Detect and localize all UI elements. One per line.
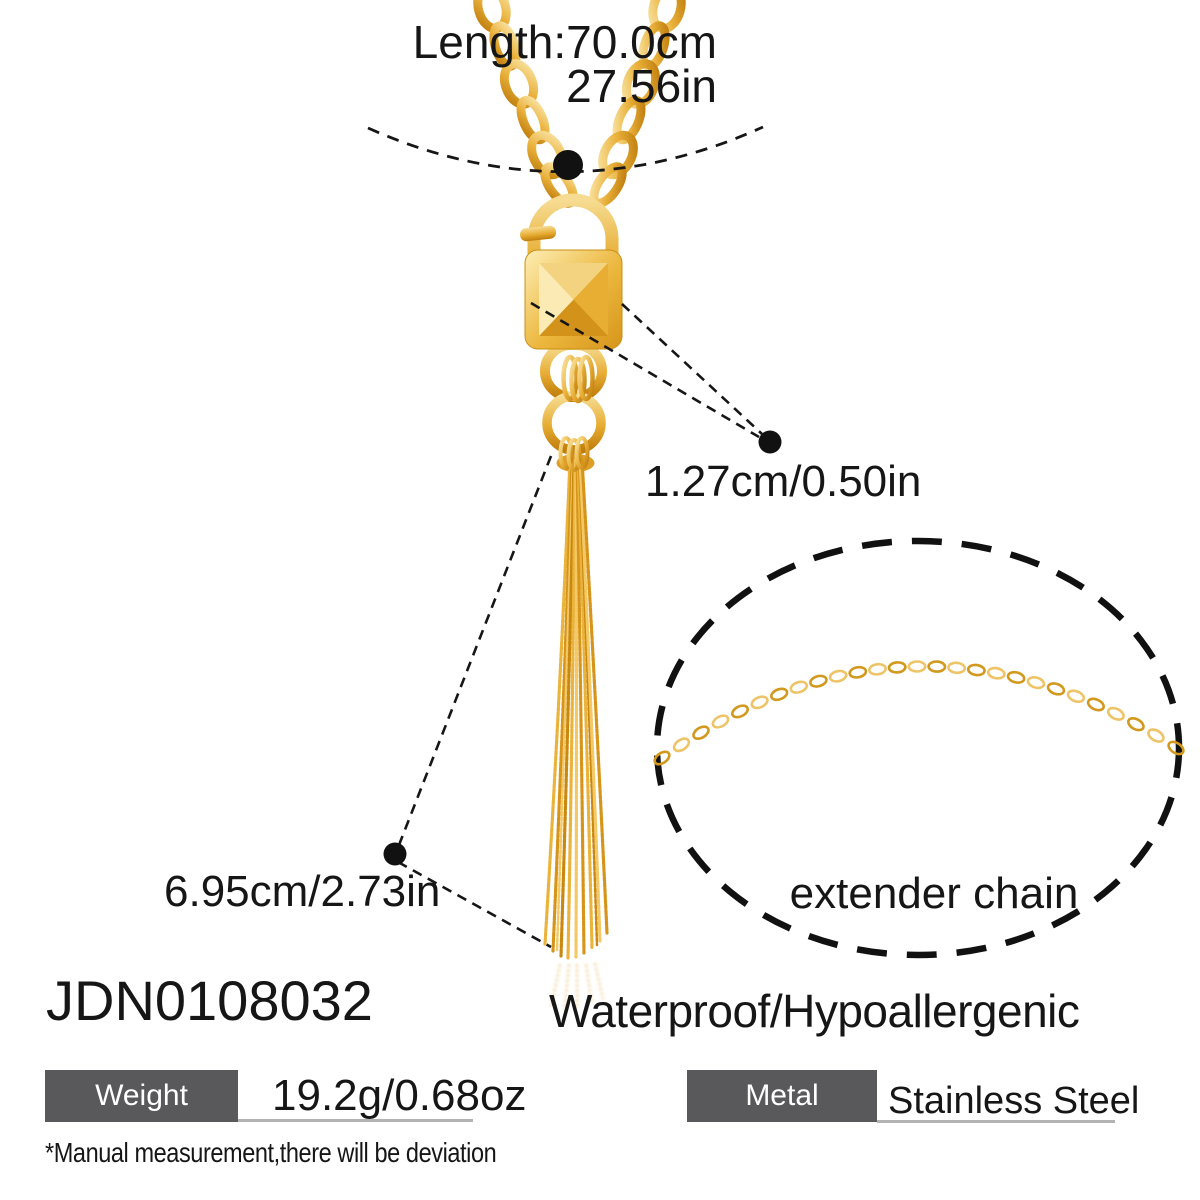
measurement-disclaimer: *Manual measurement,there will be deviat… — [45, 1137, 497, 1168]
tassel-reflection — [549, 962, 605, 1011]
extender-chain-callout — [653, 537, 1185, 959]
length-cm-label: Length:70.0cm — [412, 16, 717, 68]
tassel-measure-line — [397, 455, 553, 846]
weight-underline — [238, 1119, 473, 1122]
pendant-coils-top — [561, 354, 595, 404]
pendant-size-label: 1.27cm/0.50in — [645, 457, 922, 506]
product-feature: Waterproof/Hypoallergenic — [549, 985, 1080, 1037]
extender-dashed-ellipse — [653, 537, 1183, 959]
weight-value: 19.2g/0.68oz — [272, 1071, 527, 1120]
pendant-coils-bottom — [558, 436, 590, 472]
length-annotation: Length:70.0cm 27.56in — [377, 16, 717, 112]
tassel — [543, 454, 609, 960]
pendant-marker-dot — [758, 430, 782, 454]
product-sku: JDN0108032 — [46, 969, 373, 1032]
pendant-body — [524, 249, 623, 350]
measurement-annotations — [367, 125, 782, 949]
extender-chain-label: extender chain — [789, 869, 1079, 918]
tassel-length-label: 6.95cm/2.73in — [164, 867, 441, 916]
pendant-measure-line — [621, 303, 763, 435]
length-in-label: 27.56in — [566, 60, 717, 112]
tassel-marker-dot — [383, 842, 407, 866]
metal-label-box: Metal — [687, 1070, 877, 1122]
tassel-measure-line — [397, 860, 552, 949]
length-marker-dot — [553, 150, 583, 180]
weight-label-box: Weight — [45, 1070, 238, 1122]
metal-value: Stainless Steel — [888, 1080, 1140, 1122]
metal-underline — [877, 1120, 1115, 1123]
extender-chain — [653, 660, 1185, 766]
pendant-pin — [520, 225, 557, 242]
lock-pendant — [520, 193, 623, 455]
